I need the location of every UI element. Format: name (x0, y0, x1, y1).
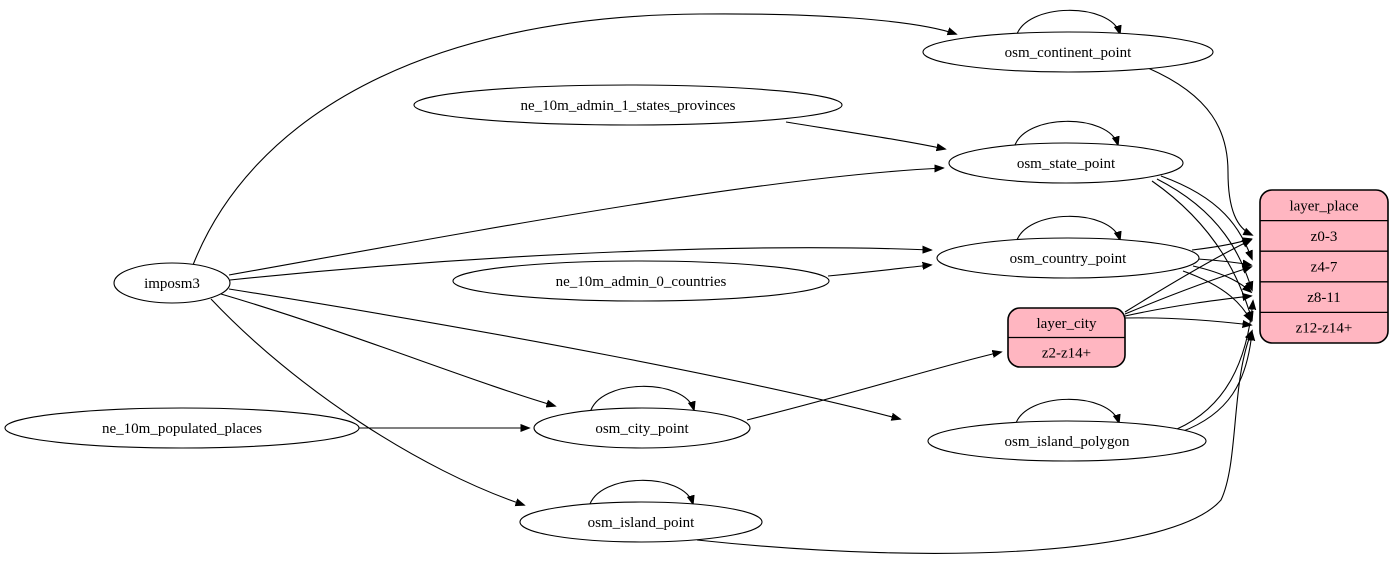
node-ne_10m_admin_0_countries: ne_10m_admin_0_countries (452, 260, 830, 302)
edge-osm_city_point-to-layer_city-z2-z14+ (746, 352, 1001, 421)
layer_place-title: layer_place (1289, 198, 1358, 214)
osm_state_point-label: osm_state_point (1017, 156, 1116, 172)
node-imposm3: imposm3 (113, 262, 231, 304)
ne_10m_admin_0_countries-label: ne_10m_admin_0_countries (556, 274, 727, 290)
self-loop-osm_island_point (588, 479, 693, 508)
osm_island_point-label: osm_island_point (588, 515, 696, 531)
layer_city-row-1: z2-z14+ (1042, 345, 1091, 361)
layer_place-shape (1259, 189, 1389, 344)
edge-osm_state_point-to-layer_place-z12-z14+ (1151, 180, 1252, 320)
osm_island_polygon-shape (927, 420, 1207, 462)
ne_10m_populated_places-shape (4, 407, 360, 449)
node-layer_city: layer_city z2-z14+ (1007, 307, 1126, 368)
osm_continent_point-label: osm_continent_point (1005, 45, 1132, 61)
ne_10m_admin_0_countries-shape (452, 260, 830, 302)
node-osm_island_point: osm_island_point (519, 501, 763, 543)
layer_city-title: layer_city (1037, 316, 1097, 332)
node-osm_country_point: osm_country_point (936, 237, 1200, 279)
edge-osm_continent_point-to-layer_place-z0-3 (1147, 67, 1252, 235)
node-ne_10m_populated_places: ne_10m_populated_places (4, 407, 360, 449)
edge-osm_country_point-to-layer_place-z4-7 (1197, 258, 1251, 265)
edge-ne_10m_admin_0_countries-to-osm_country_point (827, 265, 931, 277)
layer_place-row-3: z8-11 (1307, 290, 1341, 306)
ne_10m_admin_1_states_provinces-shape (413, 84, 843, 126)
self-loop-osm_island_polygon (1014, 398, 1119, 427)
self-loop-osm_continent_point (1015, 9, 1120, 38)
edge-osm_island_polygon-to-layer_place-z8-11 (1176, 301, 1253, 430)
layer_place-row-2: z4-7 (1311, 260, 1338, 276)
osm_state_point-shape (948, 142, 1184, 184)
edge-layer_city-to-layer_place-z4-7 (1124, 267, 1251, 315)
imposm3-shape (113, 262, 231, 304)
self-loop-osm_country_point (1015, 215, 1120, 244)
node-ne_10m_admin_1_states_provinces: ne_10m_admin_1_states_provinces (413, 84, 843, 126)
edge-imposm3-to-osm_country_point (229, 248, 931, 281)
layer_place-row-4: z12-z14+ (1296, 321, 1353, 337)
node-osm_continent_point: osm_continent_point (922, 31, 1214, 73)
edge-osm_country_point-to-layer_place-z8-11 (1192, 265, 1251, 292)
osm_continent_point-shape (922, 31, 1214, 73)
osm_city_point-shape (533, 407, 751, 449)
edge-imposm3-to-osm_continent_point (192, 13, 956, 266)
ne_10m_admin_1_states_provinces-label: ne_10m_admin_1_states_provinces (521, 98, 736, 114)
edge-layer_city-to-layer_place-z0-3 (1124, 240, 1251, 313)
edge-ne_10m_admin_1_states_provinces-to-osm_state_point (785, 121, 945, 149)
node-osm_island_polygon: osm_island_polygon (927, 420, 1207, 462)
self-loop-osm_city_point (589, 385, 694, 414)
osm_country_point-label: osm_country_point (1010, 251, 1127, 267)
node-osm_city_point: osm_city_point (533, 407, 751, 449)
node-osm_state_point: osm_state_point (948, 142, 1184, 184)
edge-imposm3-to-osm_island_polygon (228, 288, 900, 419)
edge-imposm3-to-osm_island_point (210, 298, 524, 505)
edge-osm_island_polygon-to-layer_place-z12-z14+ (1180, 332, 1252, 433)
edge-imposm3-to-osm_city_point (220, 293, 555, 406)
osm_island_point-shape (519, 501, 763, 543)
node-layer_place: layer_place z0-3 z4-7 z8-11 z12-z14+ (1259, 189, 1389, 344)
edge-layer_city-to-layer_place-z8-11 (1124, 296, 1251, 317)
self-loop-osm_state_point (1013, 120, 1118, 149)
osm_country_point-shape (936, 237, 1200, 279)
ne_10m_populated_places-label: ne_10m_populated_places (102, 421, 262, 437)
edge-osm_island_point-to-layer_place-z12-z14+ (696, 331, 1252, 554)
osm_city_point-label: osm_city_point (595, 421, 689, 437)
edge-osm_state_point-to-layer_place-z4-7 (1160, 175, 1252, 259)
edge-osm_state_point-to-layer_place-z8-11 (1156, 178, 1252, 290)
layer_place-row-1: z0-3 (1311, 229, 1338, 245)
osm_island_polygon-label: osm_island_polygon (1004, 434, 1130, 450)
imposm3-label: imposm3 (144, 276, 200, 292)
edge-imposm3-to-osm_state_point (228, 168, 943, 276)
edge-osm_country_point-to-layer_place-z12-z14+ (1182, 270, 1251, 321)
edge-layer_city-to-layer_place-z12-z14+ (1124, 317, 1251, 325)
